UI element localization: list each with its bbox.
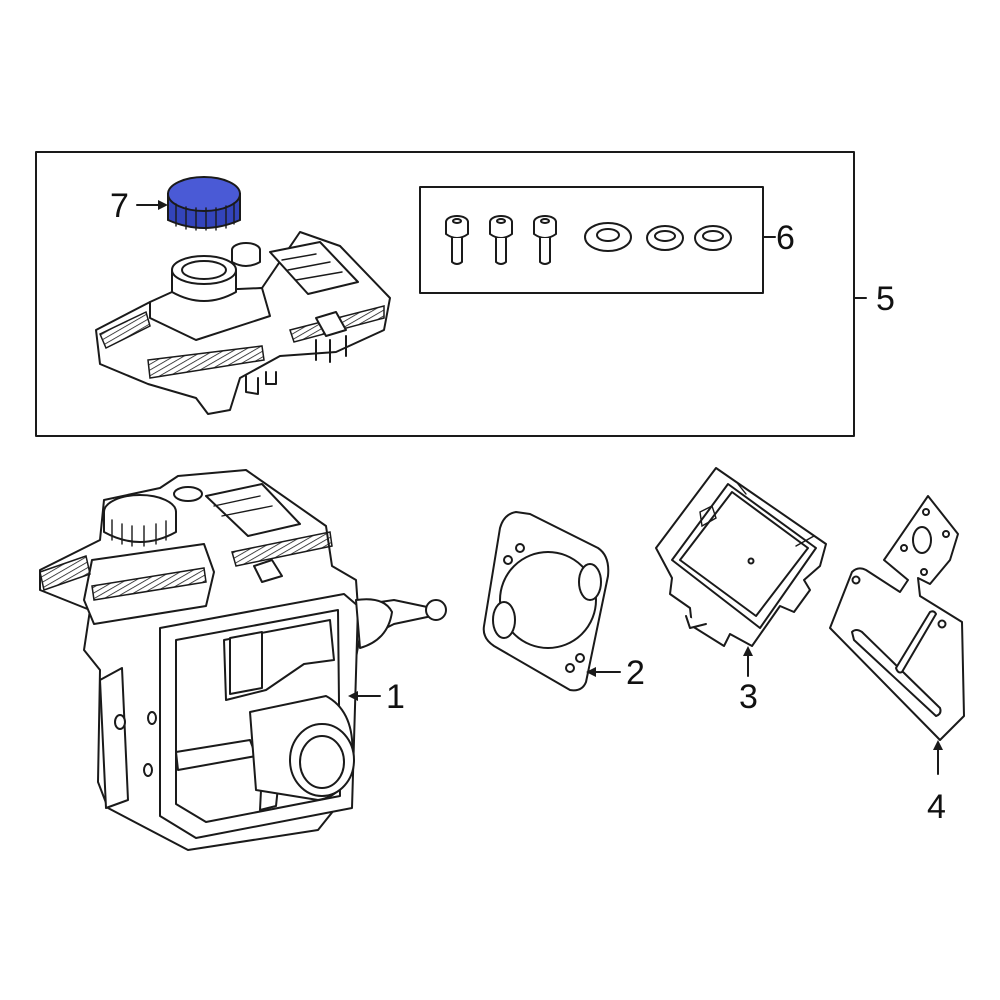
callout-7[interactable]: 7 <box>110 187 129 225</box>
grommet-large[interactable] <box>584 222 632 252</box>
mounting-bracket-tray[interactable] <box>655 467 827 647</box>
callout-7-arrowhead <box>158 200 168 210</box>
callout-5[interactable]: 5 <box>876 280 895 318</box>
brake-fluid-reservoir[interactable] <box>95 231 391 415</box>
callout-2[interactable]: 2 <box>626 654 645 692</box>
brake-booster-assembly[interactable] <box>39 469 447 851</box>
callout-1-arrowhead <box>348 691 358 701</box>
callout-6[interactable]: 6 <box>776 219 795 257</box>
bolt-1[interactable] <box>445 215 469 265</box>
bolt-2[interactable] <box>489 215 513 265</box>
booster-gasket[interactable] <box>482 511 610 692</box>
callout-1[interactable]: 1 <box>386 678 405 716</box>
bolt-3[interactable] <box>533 215 557 265</box>
hardware-kit-frame <box>419 186 764 294</box>
grommet-small[interactable] <box>694 225 732 251</box>
callout-3[interactable]: 3 <box>739 678 758 716</box>
callout-4[interactable]: 4 <box>927 788 946 826</box>
mounting-bracket-plate[interactable] <box>829 495 965 741</box>
callout-3-arrowhead <box>743 646 753 656</box>
reservoir-cap-highlighted[interactable] <box>167 176 241 231</box>
callout-4-arrowhead <box>933 740 943 750</box>
reservoir-kit-frame <box>35 151 855 437</box>
callout-2-arrowhead <box>586 667 596 677</box>
grommet-medium[interactable] <box>646 225 684 251</box>
